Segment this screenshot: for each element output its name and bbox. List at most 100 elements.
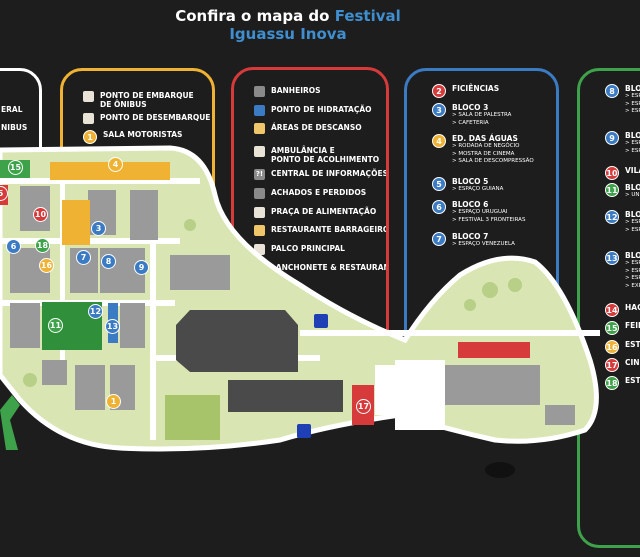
legend-item: 8BLOCO> ESPA> ESPA> ESPA (605, 84, 640, 116)
legend-label: FICIÊNCIAS (452, 84, 500, 93)
stage-icon (254, 244, 265, 255)
number-badge-icon: 14 (605, 303, 619, 317)
legend-item: ACHADOS E PERDIDOS (254, 188, 366, 199)
map-marker[interactable]: 1 (106, 394, 121, 409)
map-marker[interactable]: 15 (8, 160, 23, 175)
legend-sublabel: > SALA DE PALESTRA (452, 112, 512, 118)
map-marker[interactable]: 9 (134, 260, 149, 275)
number-badge-icon: 7 (432, 232, 446, 246)
legend-label: HACK (625, 303, 640, 312)
legend-label: BLOCO 6 (452, 200, 489, 209)
legend-label: ESTAN (625, 376, 640, 385)
legend-label: ÁREAS DE DESCANSO (271, 123, 362, 132)
legend-sublabel: > ESPA (625, 226, 640, 233)
legend-sublabel: > EXPO (625, 282, 640, 289)
bus-stop-icon (297, 424, 311, 438)
legend-item: PONTO DE HIDRATAÇÃO (254, 105, 372, 116)
legend-item: ?! CENTRAL DE INFORMAÇÕES (254, 169, 386, 180)
legend-item: BANHEIROS (254, 86, 321, 97)
legend-sublabel: > ESPAÇO GUIANA (452, 186, 504, 192)
legend-text: BLOCO> UNIO (625, 183, 640, 200)
legend-sublabel: > ESPA (625, 219, 640, 225)
water-drop-icon (254, 105, 265, 116)
legend-text: BANHEIROS (271, 86, 321, 95)
map-marker[interactable]: 13 (105, 319, 120, 334)
map-marker[interactable]: 4 (108, 157, 123, 172)
map-marker[interactable]: 8 (101, 254, 116, 269)
legend-label: CINET (625, 358, 640, 367)
bus-stop-icon (314, 314, 328, 328)
number-badge-icon: 16 (605, 340, 619, 354)
legend-panel-facilities: BANHEIROS PONTO DE HIDRATAÇÃO ÁREAS DE DES… (231, 67, 389, 357)
map-marker[interactable]: 3 (91, 221, 106, 236)
legend-sublabel: > ESPAÇO VENEZUELA (452, 241, 515, 247)
legend-item: 9BLOCO> ESPA> ESPA (605, 131, 640, 155)
food-court-icon (254, 207, 265, 218)
legend-label: BLOCO (625, 84, 640, 93)
number-badge-icon: 11 (605, 183, 619, 197)
legend-label: ESTAN (625, 340, 640, 349)
number-badge-icon: 17 (605, 358, 619, 372)
legend-sublabel: > FESTIVAL 3 FRONTEIRAS (452, 216, 526, 223)
map-marker[interactable]: 10 (33, 207, 48, 222)
legend-item: 13BLOCO> ESPA> ESPA> ESPA> EXPO (605, 251, 640, 290)
legend-sublabel: > ESPA (625, 275, 640, 281)
legend-text: CENTRAL DE INFORMAÇÕES (271, 169, 386, 178)
legend-text: ESTAN (625, 340, 640, 349)
map-marker[interactable]: 16 (39, 258, 54, 273)
legend-label: PRAÇA DE ALIMENTAÇÃO (271, 207, 377, 216)
legend-text: FEIRA (625, 321, 640, 330)
legend-text: CINET (625, 358, 640, 367)
map-marker[interactable]: 18 (35, 238, 50, 253)
bus-boarding-icon (83, 91, 94, 102)
title-highlight: Festival (334, 7, 401, 25)
legend-item: PRAÇA DE ALIMENTAÇÃO (254, 207, 376, 218)
map-marker[interactable]: 12 (88, 304, 103, 319)
legend-panel-spaces: 8BLOCO> ESPA> ESPA> ESPA9BLOCO> ESPA> ES… (577, 68, 640, 548)
legend-text: BLOCO 3> SALA DE PALESTRA> CAFETERIA (452, 103, 511, 127)
map-marker[interactable]: 17 (356, 399, 371, 414)
title-text: Confira o mapa do (175, 7, 335, 25)
legend-label: ACHADOS E PERDIDOS (271, 188, 367, 197)
page-title: Confira o mapa do Festival (0, 7, 576, 25)
legend-item: ERAL (1, 105, 23, 114)
legend-item: ÁREAS DE DESCANSO (254, 123, 362, 134)
legend-text: LANCHONETE & RESTAURANTE (271, 263, 386, 272)
number-badge-icon: 5 (432, 177, 446, 191)
legend-item: PALCO PRINCIPAL (254, 244, 345, 255)
map-marker[interactable]: 11 (48, 318, 63, 333)
legend-label: VILA S (625, 166, 640, 175)
legend-sublabel: > RODADA DE NEGÓCIO (452, 143, 520, 149)
map-marker[interactable]: 7 (76, 250, 91, 265)
legend-item: 1 SALA MOTORISTAS (83, 130, 182, 144)
legend-item: 16 ESTAN (605, 340, 640, 354)
legend-label: FEIRA (625, 321, 640, 330)
legend-sublabel: > UNIO (625, 192, 640, 198)
legend-label: BLOCO 3 (452, 103, 489, 112)
number-badge-icon: 2 (432, 84, 446, 98)
legend-item: 14 HACK (605, 303, 640, 317)
legend-item: NIBUS (1, 123, 28, 132)
restaurant-building (458, 342, 530, 358)
rest-area-icon (254, 123, 265, 134)
legend-label: ED. DAS ÁGUAS (452, 134, 518, 143)
map-marker[interactable]: 6 (6, 239, 21, 254)
number-badge-icon: 13 (605, 251, 619, 265)
legend-text: ACHADOS E PERDIDOS (271, 188, 366, 197)
legend-label: SALA MOTORISTAS (103, 130, 183, 139)
number-badge-icon: 10 (605, 166, 619, 180)
info-icon: ?! (254, 169, 265, 180)
legend-item: 17 CINET (605, 358, 640, 372)
legend-item: 2 FICIÊNCIAS (432, 84, 499, 98)
number-badge-icon: 1 (83, 130, 97, 144)
number-badge-icon: 4 (432, 134, 446, 148)
legend-sublabel: > ESPA (625, 108, 640, 114)
number-badge-icon: 8 (605, 84, 619, 98)
